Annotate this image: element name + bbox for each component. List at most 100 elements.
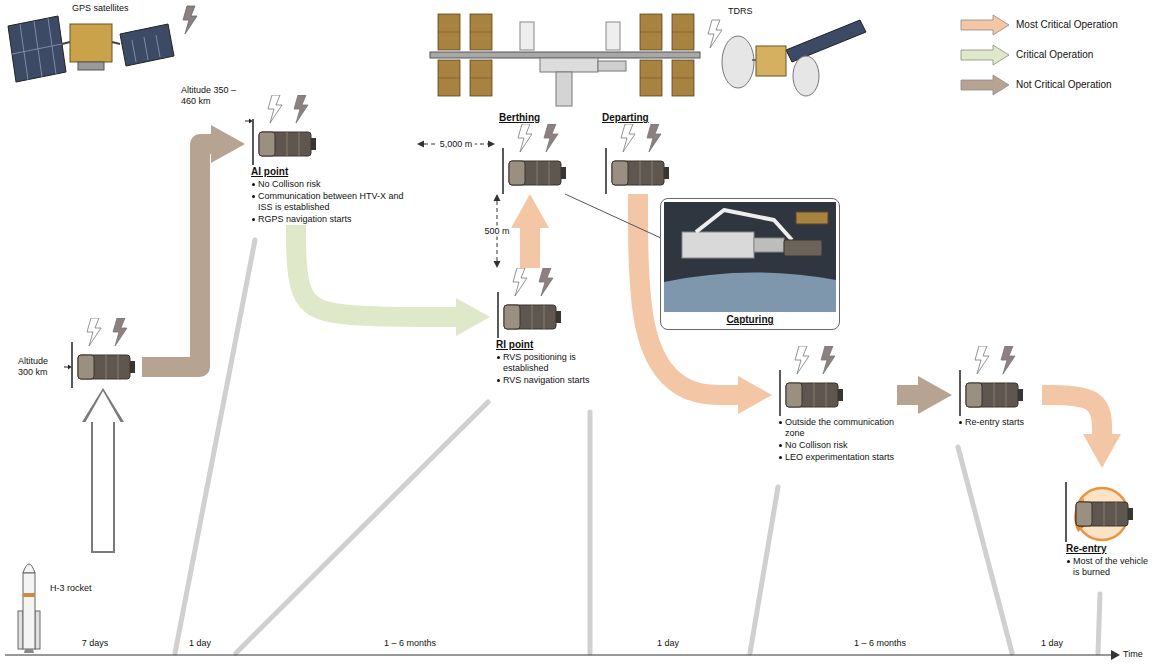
altitude-pointer-head — [68, 365, 72, 370]
time-label: 7 days — [82, 638, 109, 649]
htv-x-dock — [556, 311, 561, 323]
vehicle-row: Altitude 300 km — [64, 318, 142, 388]
text-holder: Berthing — [495, 112, 573, 124]
htv-x-dock — [1128, 508, 1133, 520]
rocket-label: H-3 rocket — [50, 583, 92, 594]
arrow-head — [918, 376, 952, 414]
time-label: 1 – 6 months — [854, 638, 906, 649]
label-holder: 1 – 6 months — [384, 638, 436, 649]
altitude-holder: Altitude 350 – 460 km — [181, 85, 241, 107]
phase-note: No Collison risk — [258, 179, 321, 190]
htv-x-panel-lines — [532, 305, 544, 329]
tdrs-satellite — [722, 20, 866, 96]
altitude-pointer-head — [249, 119, 253, 124]
satellite-label: GPS satellites — [72, 3, 129, 14]
htv-x-front — [78, 355, 94, 379]
htv-x-panel-lines — [640, 161, 652, 185]
gps-satellite — [132, 35, 160, 62]
text-holder: Re-entry — [1060, 543, 1156, 555]
bullet-item: RVS navigation starts — [496, 375, 602, 386]
arrow-body — [1042, 395, 1102, 434]
htv-x-body — [612, 161, 664, 185]
time-projection-line — [175, 240, 255, 653]
gps-satellite — [62, 42, 70, 44]
legend-arrow — [961, 75, 1009, 95]
stage-marker — [71, 342, 73, 388]
htv-x-front — [504, 305, 520, 329]
arrow-head — [456, 298, 490, 336]
phase-note: No Collison risk — [785, 440, 848, 451]
htv-x-dock — [561, 167, 566, 179]
arrow-body — [296, 225, 456, 317]
signal-bolt — [621, 124, 635, 152]
mission-phase: Altitude 350 – 460 kmAI pointNo Collison… — [245, 95, 417, 225]
signal-bolt — [87, 318, 101, 346]
bullet-dot — [958, 417, 965, 428]
legend-arrow — [961, 45, 1009, 65]
htv-x-panel-lines — [537, 161, 549, 185]
htv-x-dock — [838, 389, 843, 401]
htv-x-body — [504, 305, 556, 329]
signal-bolt — [708, 20, 722, 48]
time-label: 1 day — [1041, 638, 1063, 649]
stage-marker — [502, 148, 504, 194]
flow-arrow — [1042, 395, 1121, 468]
label-holder: GPS satellites — [72, 3, 129, 14]
htv-x-body — [1076, 502, 1128, 526]
arrow-head — [494, 194, 501, 201]
arrow-body — [897, 385, 918, 405]
htv-x-front — [509, 161, 525, 185]
stage-marker — [1065, 482, 1067, 542]
phase-note: Most of the vehicle is burned — [1073, 556, 1156, 578]
bullet-dot — [251, 191, 258, 202]
phase-title: Berthing — [499, 112, 573, 124]
gps-satellite — [8, 16, 66, 82]
htv-x-panel-lines — [106, 355, 118, 379]
htv-x-front — [786, 383, 802, 407]
vehicle-row — [1060, 468, 1156, 542]
stage-marker — [779, 370, 781, 416]
arrow-head — [86, 391, 121, 422]
vehicle-row — [495, 124, 573, 194]
legend-item: Most Critical Operation — [960, 14, 1118, 36]
phase-note: LEO experimentation starts — [785, 452, 894, 463]
bullet-item: RGPS navigation starts — [251, 214, 417, 225]
mission-phase: Re-entry starts — [952, 346, 1042, 428]
legend-arrow — [961, 15, 1009, 35]
arrow-head — [488, 141, 495, 148]
arrow-body — [520, 228, 540, 268]
label-holder: 5,000 m — [438, 139, 475, 150]
htv-x-icon — [490, 268, 568, 338]
bullet-item: LEO experimentation starts — [778, 452, 897, 463]
text-holder: Altitude 300 km — [18, 356, 60, 378]
htv-x-body — [259, 132, 311, 156]
label-holder: 500 m — [482, 226, 511, 237]
htv-x-front — [1076, 502, 1092, 526]
phase-title: Departing — [602, 112, 676, 124]
signal-bolt — [268, 95, 282, 123]
signal-bolt — [795, 346, 809, 374]
time-projection-line — [236, 402, 488, 653]
gps-satellite — [12, 18, 62, 80]
gps-satellite — [8, 16, 174, 82]
legend-item: Not Critical Operation — [960, 74, 1112, 96]
mission-phase: Altitude 300 km — [64, 318, 142, 388]
photo-module — [682, 232, 754, 258]
iss — [520, 22, 534, 50]
photo-module — [754, 238, 784, 252]
gps-satellite — [70, 24, 112, 62]
text-holder: Departing — [598, 112, 676, 124]
bullet-item: Re-entry starts — [958, 417, 1042, 428]
arrow-body — [93, 422, 113, 551]
distance-label: 500 m — [482, 226, 511, 237]
reentry-phase: Re-entryMost of the vehicle is burned — [1060, 468, 1156, 578]
bullet-dot — [251, 179, 258, 190]
text-holder: RI point — [490, 339, 602, 351]
htv-x-dock — [311, 138, 316, 150]
legend-text: Critical Operation — [1016, 49, 1093, 61]
bullet-dot — [1066, 556, 1073, 567]
phase-note: Outside the communication zone — [785, 417, 897, 439]
photo-solar-panel — [796, 212, 828, 224]
photo-captured-vehicle — [784, 240, 822, 256]
htv-x-icon — [772, 346, 850, 416]
